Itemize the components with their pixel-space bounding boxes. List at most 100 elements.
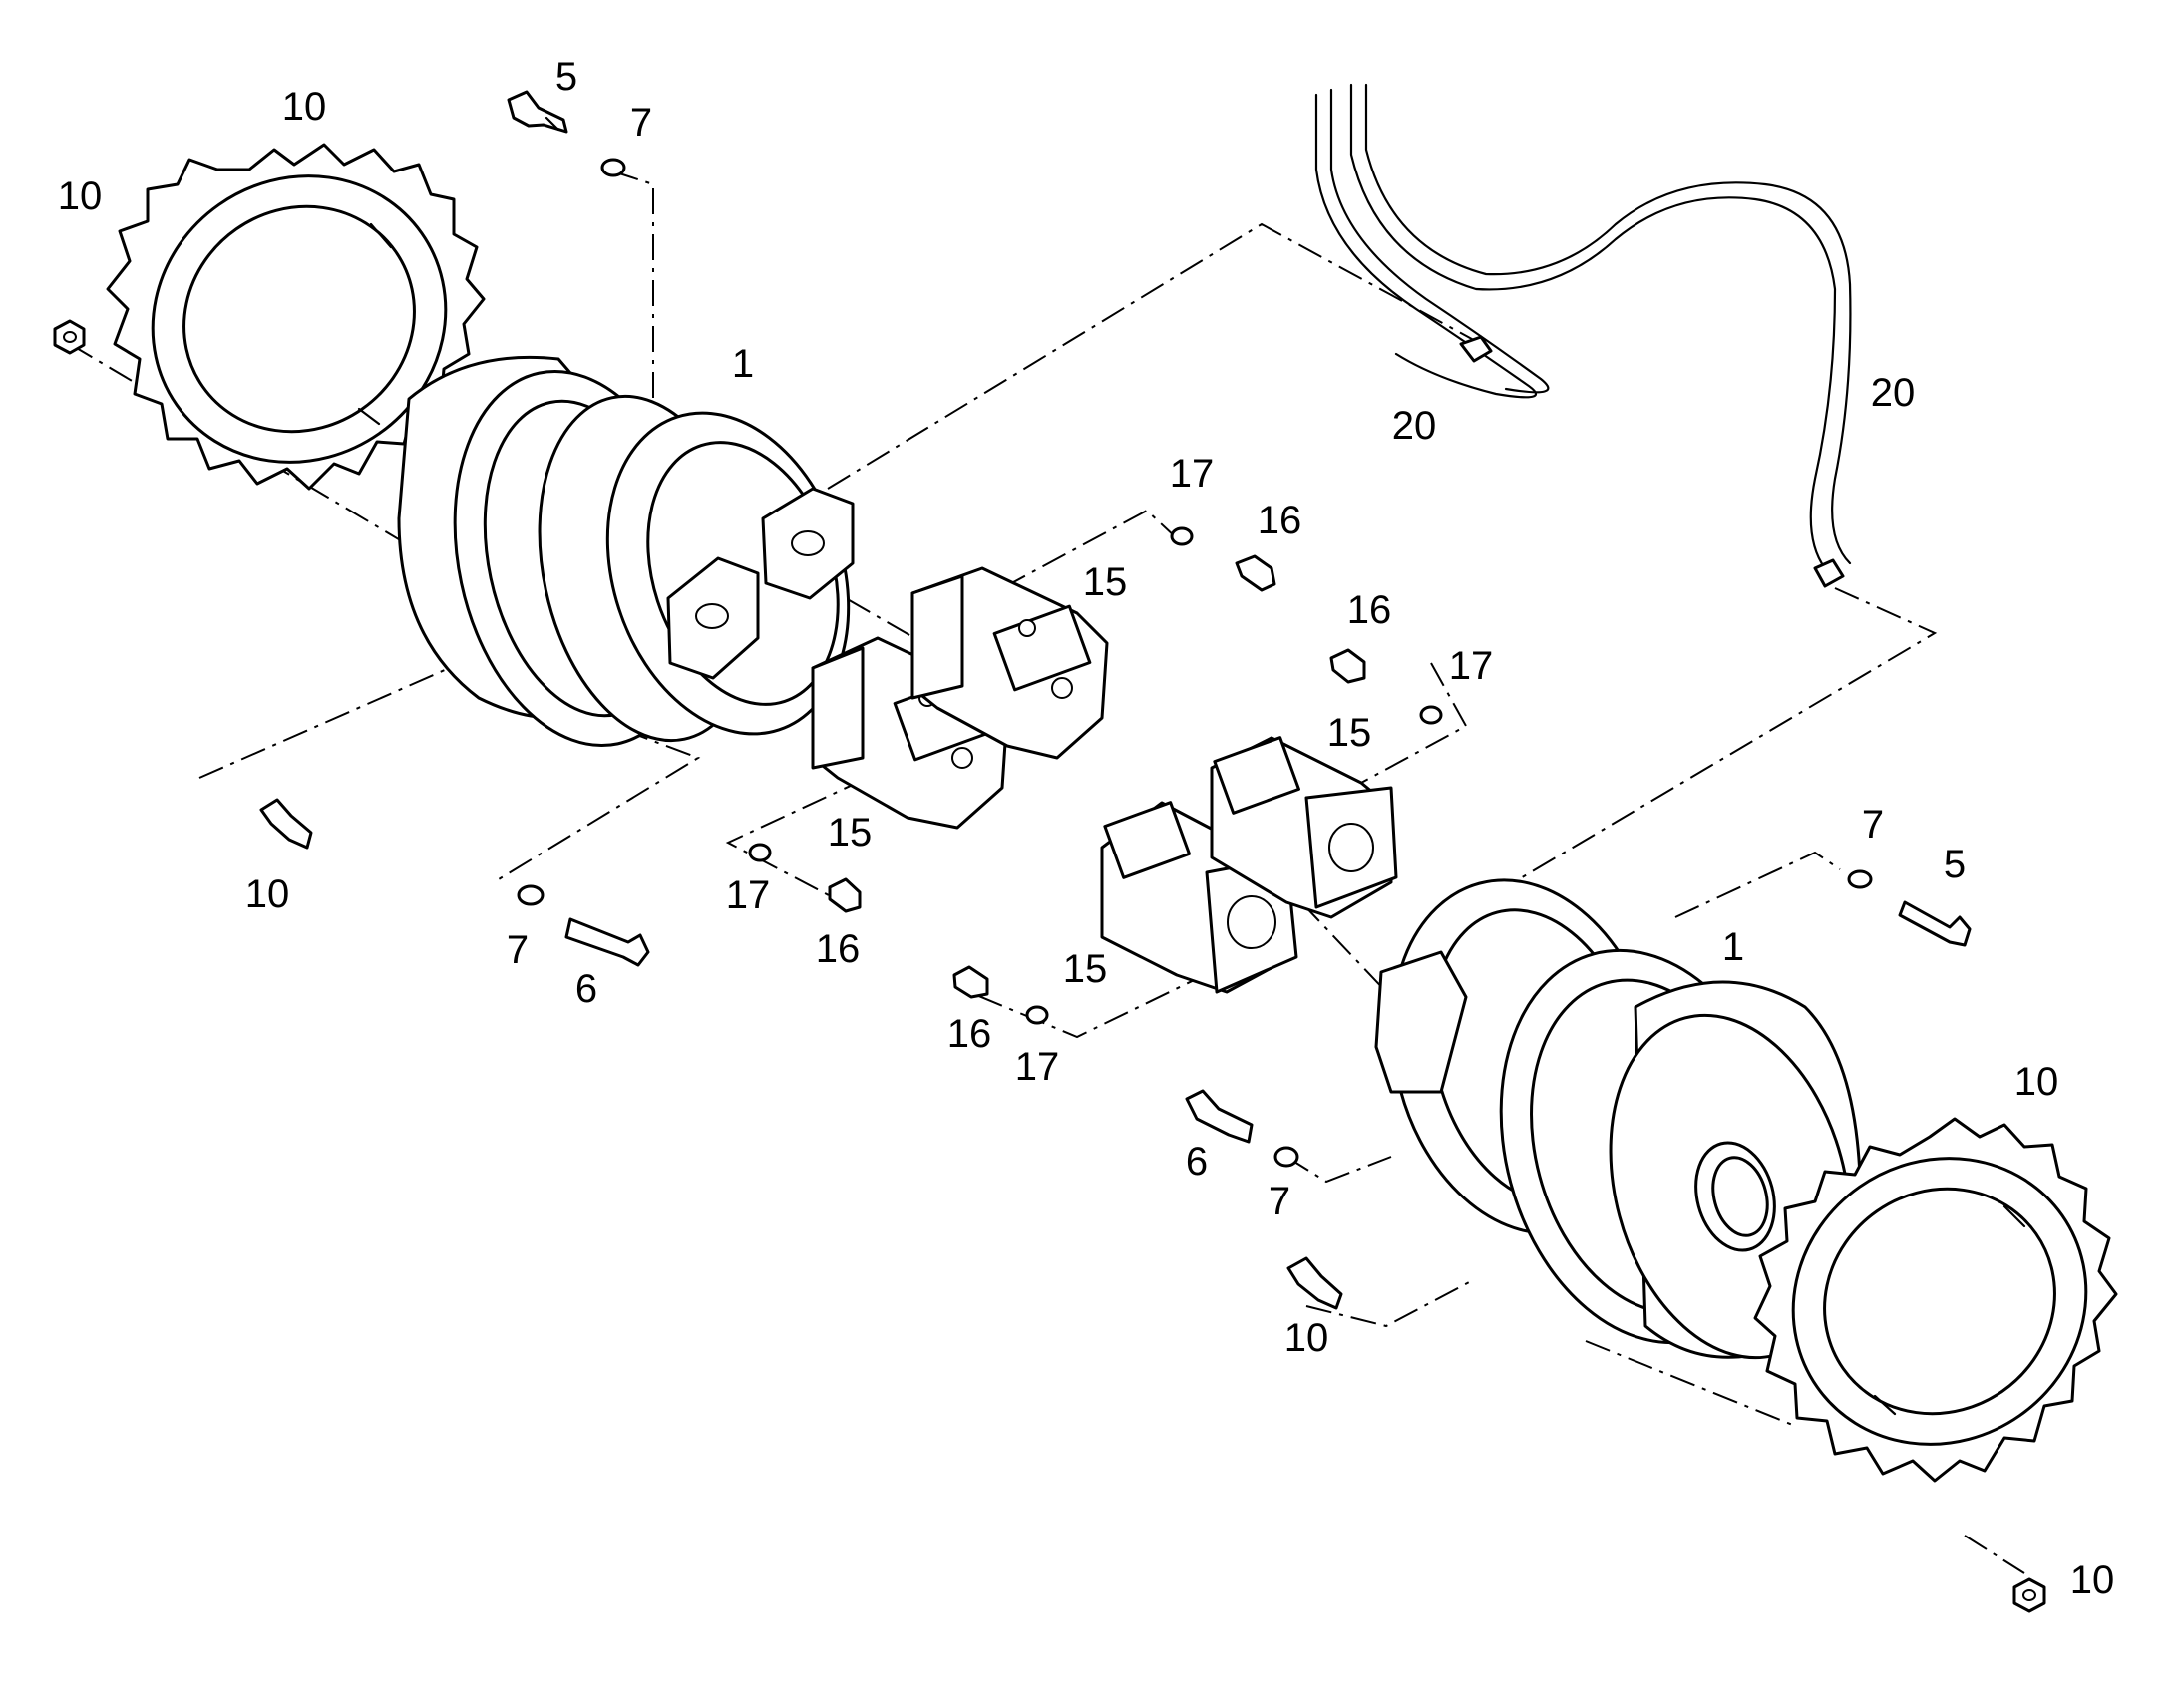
bolt-16-d (952, 965, 989, 999)
motor-15-d-valve-block (1213, 736, 1300, 815)
sprocket-b-split-line (1873, 1204, 2026, 1416)
callout-label-c-7-a: 7 (630, 101, 652, 145)
callout-label-c-16-c: 16 (816, 927, 861, 971)
nut-10-f (2012, 1577, 2046, 1613)
bolt-icon (1235, 554, 1276, 592)
nut-a-hole (63, 331, 77, 343)
bolt-icon (1185, 1089, 1254, 1144)
callout-label-c-5-b: 5 (1944, 843, 1966, 886)
bolt-icon (259, 798, 313, 850)
callout-label-c-10-c: 10 (245, 872, 290, 916)
bolt-16-b (1329, 648, 1366, 684)
nut-f-hole (2022, 1589, 2036, 1601)
sprocket-a-bore (182, 204, 416, 434)
callout-label-c-16-b: 16 (1347, 588, 1392, 632)
bolt-10-e (1286, 1256, 1343, 1310)
bolt-5-b (1898, 900, 1972, 947)
motor-15-b-port-2 (1051, 677, 1073, 699)
hose-20-fitting-b (1813, 558, 1845, 588)
leader-sprocket-b (1585, 1340, 1796, 1427)
bolt-icon (952, 965, 989, 999)
leader-nut-to-sprocket-b (1964, 1535, 2025, 1574)
callout-label-c-1-b: 1 (1722, 925, 1744, 969)
washer-17-d (1025, 1005, 1049, 1025)
callout-label-c-10-e: 10 (1284, 1316, 1329, 1360)
callout-label-c-15-a: 15 (1083, 560, 1128, 604)
bolt-5-a (507, 90, 568, 134)
bolt-6-b (1185, 1089, 1254, 1144)
sprocket-a-split-line (357, 222, 393, 426)
leader-hose-upper (827, 222, 1482, 490)
nut-10-a (53, 319, 86, 355)
leader-motor-lower-bolts-a (725, 777, 869, 906)
final-drive-a (397, 355, 855, 748)
drive-b-hub-bore (1711, 1156, 1769, 1237)
bolt-icon (564, 917, 650, 967)
washer-17-c (748, 843, 772, 862)
washer-7-d (1273, 1146, 1299, 1168)
leader-hub-bolt-a (198, 664, 701, 883)
washer-7-c (1847, 869, 1873, 889)
hose-20-b (1329, 88, 1550, 394)
hose-20-c (1349, 83, 1837, 570)
callout-label-c-10-f: 10 (2070, 1558, 2115, 1602)
callout-label-c-17-d: 17 (1015, 1045, 1060, 1089)
hose-assembly-20 (1314, 83, 1852, 588)
motor-15-a-port-2 (951, 747, 973, 769)
motor-15-d-shaft-bore (1328, 823, 1374, 872)
callout-label-c-6-a: 6 (575, 967, 597, 1011)
callout-label-c-17-b: 17 (1449, 644, 1494, 688)
callout-label-c-15-b: 15 (1327, 711, 1372, 755)
motor-15-b-port-1 (1018, 619, 1036, 637)
bolt-icon (1286, 1256, 1343, 1310)
drive-b-cover (1374, 950, 1468, 1094)
sprocket-b (1753, 1117, 2118, 1483)
drive-a-pad-1-bore (695, 603, 729, 629)
motor-15-c-shaft-bore (1227, 895, 1276, 949)
callout-label-c-6-b: 6 (1186, 1140, 1208, 1184)
callout-label-c-7-d: 7 (1269, 1180, 1290, 1223)
washer-7-b (517, 884, 545, 906)
drive-a-pad-2-bore (791, 530, 825, 556)
callout-label-c-16-d: 16 (947, 1012, 992, 1056)
bolt-5-a-thread (545, 116, 560, 132)
hose-20-a (1314, 93, 1538, 399)
motor-15-b-flange (910, 574, 964, 700)
callout-label-c-10-b: 10 (58, 174, 103, 218)
callout-label-c-1-a: 1 (732, 342, 754, 386)
callout-label-c-16-a: 16 (1258, 499, 1302, 542)
bolt-16-a (1235, 554, 1276, 592)
motor-15-c-valve-block (1103, 801, 1191, 879)
leader-bolt5-a (612, 171, 654, 429)
callout-label-c-10-d: 10 (2014, 1060, 2059, 1104)
bolt-icon (828, 877, 862, 913)
final-drive-b (1374, 878, 1862, 1360)
callout-label-c-10-a: 10 (282, 85, 327, 129)
callout-label-c-15-c: 15 (828, 811, 873, 854)
callout-label-c-20-a: 20 (1392, 404, 1437, 448)
leader-motor-upper-bolts (1001, 509, 1178, 589)
callout-label-c-17-c: 17 (726, 873, 771, 917)
motor-15-b (910, 566, 1109, 760)
bolt-icon (1329, 648, 1366, 684)
leader-hub-bolt-b (1305, 1280, 1472, 1328)
bolt-6-a (564, 917, 650, 967)
sprocket-a (106, 143, 486, 491)
callout-label-c-7-b: 7 (507, 928, 529, 972)
leader-bolt6-b (1285, 1156, 1392, 1184)
bolt-icon (1898, 900, 1972, 947)
sprocket-b-bore (1823, 1187, 2056, 1416)
leader-bolt5-b (1674, 851, 1841, 918)
washer-17-b (1419, 705, 1443, 725)
callout-label-c-7-c: 7 (1862, 803, 1884, 847)
callout-label-c-20-b: 20 (1871, 371, 1916, 415)
washer-17-a (1170, 526, 1194, 546)
bolt-10-c (259, 798, 313, 850)
bolt-16-c (828, 877, 862, 913)
hose-20-fitting-a (1459, 335, 1493, 363)
leader-motor-b-bolts (1360, 662, 1468, 784)
leader-motor-axis-b (1300, 901, 1392, 998)
